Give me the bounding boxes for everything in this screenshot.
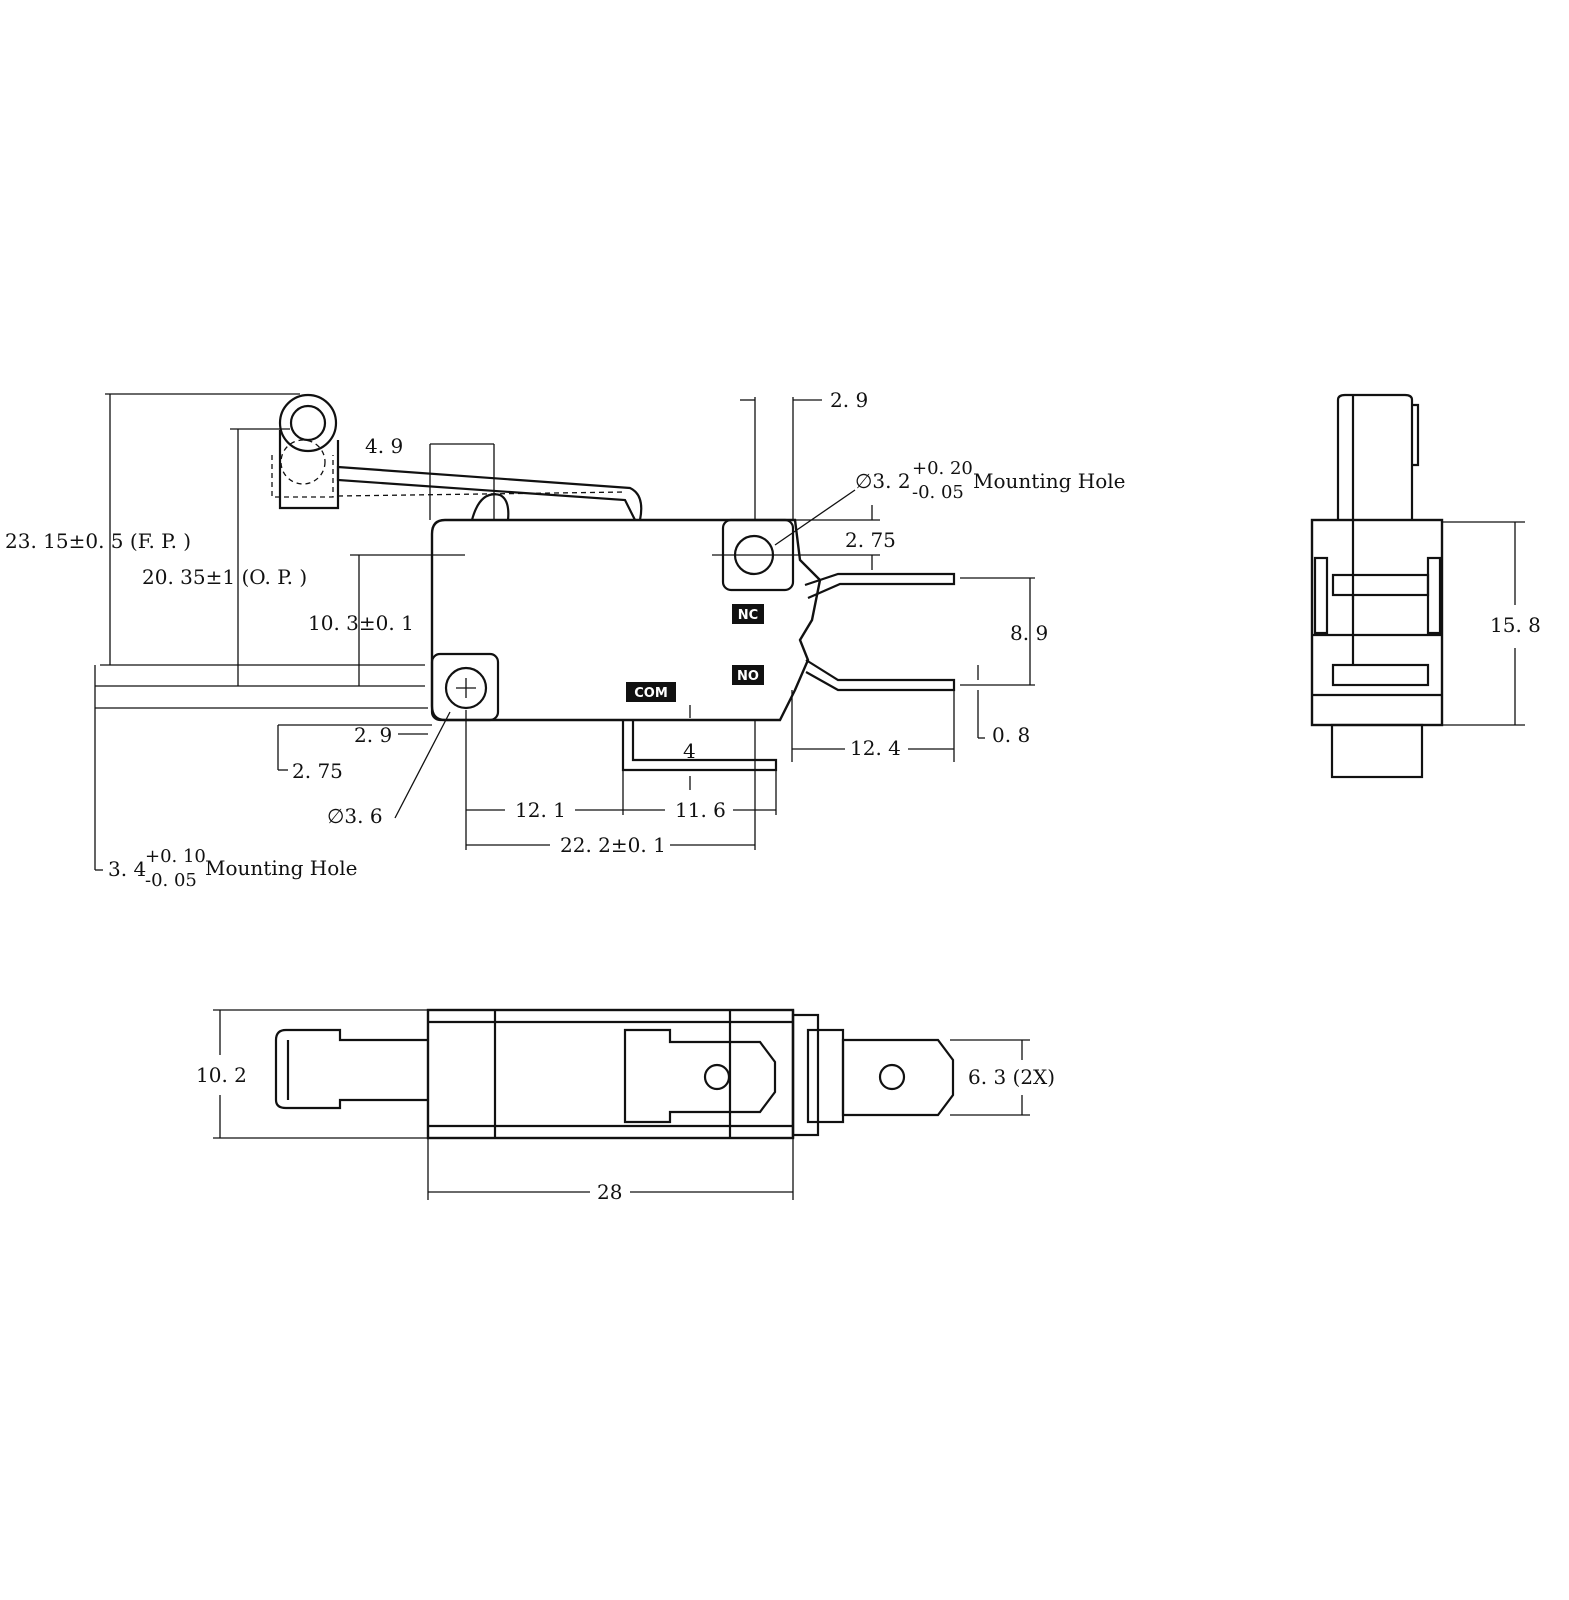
- top-body: [426, 1008, 795, 1140]
- dim-10-3: 10. 3±0. 1: [308, 611, 414, 635]
- nc-terminal: [804, 572, 956, 600]
- roller-bracket: [278, 430, 340, 510]
- hole-bottom-dia: ∅3. 6: [327, 804, 383, 828]
- hole-top-plus: +0. 20: [912, 458, 973, 479]
- dim-4: 4: [683, 739, 696, 763]
- end-com-terminal: [1330, 723, 1424, 779]
- roller-inner: [289, 404, 327, 442]
- top-terminal-com: [623, 1028, 777, 1124]
- hole-top-label: Mounting Hole: [973, 469, 1125, 493]
- dim-10-2: 10. 2: [196, 1063, 247, 1087]
- dim-12-4: 12. 4: [850, 736, 901, 760]
- side-view: NC NO COM: [5, 388, 1125, 891]
- hole-bottom-label: Mounting Hole: [205, 856, 357, 880]
- hole-bottom-minus: -0. 05: [145, 870, 197, 891]
- dim-2-9-bottom: 2. 9: [354, 723, 392, 747]
- hole-bottom-plus: +0. 10: [145, 846, 206, 867]
- dim-11-6: 11. 6: [675, 798, 726, 822]
- end-roller: [1336, 393, 1414, 520]
- dim-4-9: 4. 9: [365, 434, 403, 458]
- no-terminal: [805, 659, 956, 692]
- dim-2-75-top: 2. 75: [845, 528, 896, 552]
- roller-outer: [278, 393, 338, 453]
- bottom-mount-hole: [444, 666, 488, 710]
- top-lever-tab: [274, 1028, 428, 1110]
- com-terminal: [621, 720, 778, 772]
- end-view: 15. 8: [1310, 393, 1541, 779]
- end-terminal-nc: [1331, 573, 1430, 597]
- dim-2-75-bottom: 2. 75: [292, 759, 343, 783]
- com-badge: [626, 682, 676, 702]
- hole-bottom-size: 3. 4: [108, 857, 146, 881]
- dim-8-9: 8. 9: [1010, 621, 1048, 645]
- hole-top-dia: ∅3. 2: [855, 469, 911, 493]
- com-label: COM: [634, 686, 668, 701]
- no-badge: [732, 665, 764, 685]
- end-terminal-no: [1331, 663, 1430, 687]
- dim-28: 28: [597, 1180, 622, 1204]
- dim-12-1: 12. 1: [515, 798, 566, 822]
- nc-badge: [732, 604, 764, 624]
- hole-top-minus: -0. 05: [912, 482, 964, 503]
- bottom-mount-boss: [430, 652, 500, 722]
- dim-fp: 23. 15±0. 5 (F. P. ): [5, 529, 191, 553]
- dim-2-9-top: 2. 9: [830, 388, 868, 412]
- lever-arm-pressed: [337, 491, 626, 497]
- dim-15-8: 15. 8: [1490, 613, 1541, 637]
- no-label: NO: [737, 669, 759, 684]
- dim-22-2: 22. 2±0. 1: [560, 833, 666, 857]
- top-terminal-no: [841, 1038, 955, 1117]
- lever-arm: [336, 465, 643, 524]
- plunger: [470, 493, 510, 521]
- dim-op: 20. 35±1 (O. P. ): [142, 565, 307, 589]
- top-view: 10. 2 6. 3 (2X) 28: [196, 1008, 1055, 1204]
- dim-6-3: 6. 3 (2X): [968, 1065, 1055, 1089]
- roller-pressed: [280, 439, 326, 485]
- dim-0-8: 0. 8: [992, 723, 1030, 747]
- nc-label: NC: [738, 608, 758, 623]
